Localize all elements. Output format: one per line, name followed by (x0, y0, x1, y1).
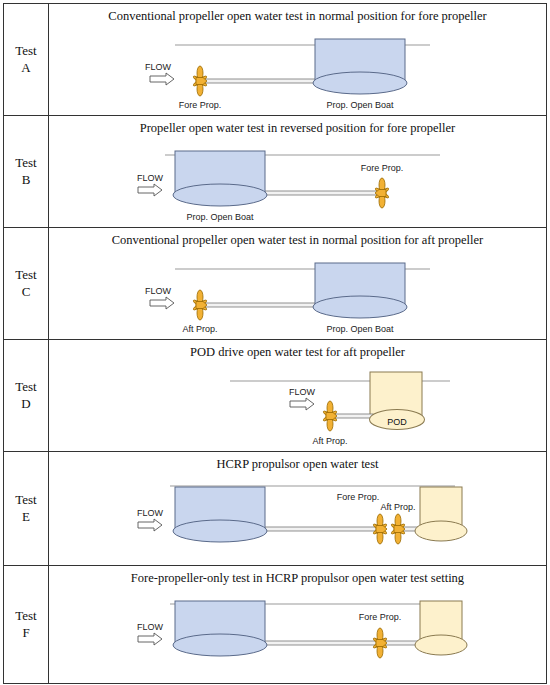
test-label-cell: Test E (3, 451, 49, 566)
pod-housing (415, 487, 467, 541)
pod-label: POD (387, 412, 407, 427)
test-id: Test E (12, 492, 40, 525)
test-panel: Fore-propeller-only test in HCRP propuls… (48, 565, 547, 684)
part-label: FLOW (137, 509, 163, 518)
propeller-symbol (374, 178, 389, 208)
test-label-cell: Test B (3, 115, 49, 228)
test-panel: Propeller open water test in reversed po… (48, 115, 547, 228)
water-line (170, 486, 455, 487)
flow-arrow (290, 398, 314, 410)
prop-open-boat (313, 39, 407, 94)
part-label: FLOW (137, 174, 163, 183)
part-label: Aft Prop. (182, 325, 217, 334)
test-label-cell: Test F (3, 565, 49, 684)
propeller-symbol (322, 401, 337, 431)
test-c-illustration (150, 263, 430, 320)
shaft (200, 303, 316, 307)
test-d-illustration (230, 372, 450, 431)
shaft (264, 527, 380, 531)
shaft (333, 414, 373, 418)
test-id: Test D (12, 379, 40, 412)
test-title: HCRP propulsor open water test (49, 452, 546, 472)
pod-housing (415, 601, 467, 655)
propeller-symbol (192, 66, 207, 96)
test-label-cell: Test C (3, 227, 49, 340)
prop-open-boat (173, 487, 267, 542)
prop-open-boat (313, 263, 407, 318)
pod-ellipse-outline (370, 410, 425, 430)
propeller-symbol (374, 178, 389, 208)
part-label: Prop. Open Boat (186, 213, 253, 222)
pod-ellipse: POD (369, 409, 425, 430)
part-label: Fore Prop. (337, 493, 380, 502)
shaft (264, 191, 380, 195)
test-title: Conventional propeller open water test i… (49, 228, 546, 248)
test-label-cell: Test D (3, 339, 49, 452)
test-title: Propeller open water test in reversed po… (49, 116, 546, 136)
test-label-cell: Test A (3, 3, 49, 116)
propeller-symbol (390, 514, 405, 544)
test-panel: HCRP propulsor open water test (48, 451, 547, 566)
flow-arrow (150, 73, 174, 85)
shaft (200, 79, 316, 83)
flow-arrow (138, 184, 162, 196)
test-panel: Conventional propeller open water test i… (48, 3, 547, 116)
test-title: Conventional propeller open water test i… (49, 4, 546, 24)
test-id: Test A (12, 43, 40, 76)
test-panel: Conventional propeller open water test i… (48, 227, 547, 340)
propeller-symbol (372, 514, 387, 544)
propeller-symbol (192, 290, 207, 320)
test-b-illustration (138, 151, 440, 208)
prop-open-boat (173, 601, 267, 656)
test-title: Fore-propeller-only test in HCRP propuls… (49, 566, 546, 586)
shaft (264, 641, 380, 645)
part-label: Fore Prop. (359, 613, 402, 622)
part-label: Fore Prop. (179, 101, 222, 110)
part-label: Prop. Open Boat (326, 101, 393, 110)
test-id: Test C (12, 267, 40, 300)
flow-arrow (150, 297, 174, 309)
flow-arrow (138, 519, 162, 531)
part-label: Aft Prop. (312, 437, 347, 446)
propeller-symbol (372, 628, 387, 658)
flow-arrow (138, 633, 162, 645)
part-label: FLOW (137, 623, 163, 632)
test-title: POD drive open water test for aft propel… (49, 340, 546, 360)
test-id: Test F (12, 608, 40, 641)
part-label: FLOW (145, 63, 171, 72)
part-label: Aft Prop. (380, 503, 415, 512)
prop-open-boat (173, 151, 267, 206)
part-label: Fore Prop. (361, 164, 404, 173)
part-label: Prop. Open Boat (326, 325, 393, 334)
part-label: FLOW (289, 388, 315, 397)
test-e-illustration (138, 486, 467, 544)
test-id: Test B (12, 155, 40, 188)
part-label: FLOW (145, 287, 171, 296)
test-a-illustration (150, 39, 430, 96)
test-f-illustration (138, 601, 467, 658)
